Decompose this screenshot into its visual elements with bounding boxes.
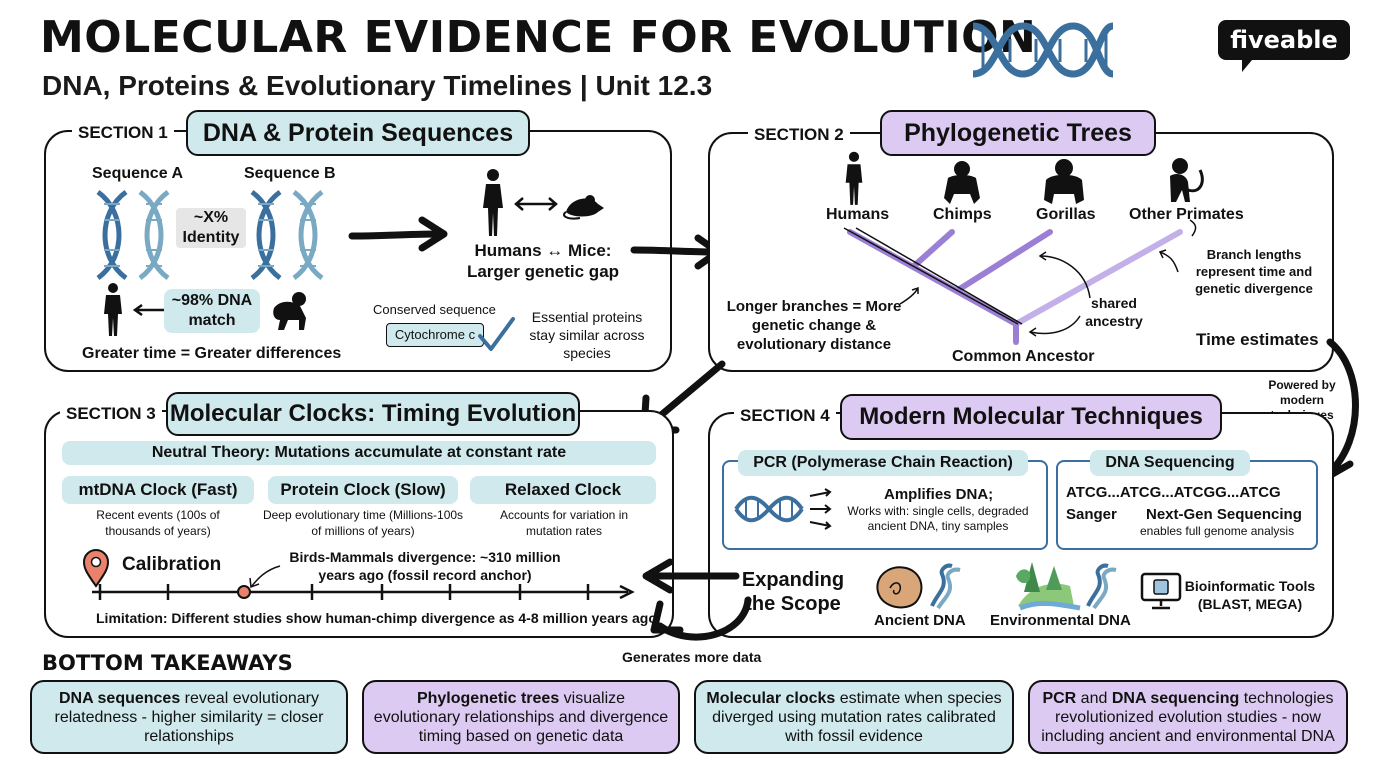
protein-clock-desc: Deep evolutionary time (Millions-100s of… [262, 508, 464, 538]
birds-mammals-label: Birds-Mammals divergence: ~310 million y… [289, 549, 561, 583]
environment-dna-icon [1016, 562, 1117, 611]
section-4-label: SECTION 4 [734, 406, 836, 426]
pcr-works-label: Works with: single cells, degraded ancie… [847, 504, 1029, 533]
fossil-dna-icon [876, 563, 961, 610]
generates-data-arrow [650, 596, 752, 641]
human-icon [104, 283, 122, 336]
neutral-theory-label: Neutral Theory: Mutations accumulate at … [62, 441, 656, 465]
takeaway-2-text: visualize evolutionary relationships and… [373, 689, 669, 745]
taxon-other-primates: Other Primates [1129, 206, 1244, 223]
calibration-label: Calibration [122, 554, 222, 575]
multiply-arrows-icon [809, 488, 832, 530]
takeaway-4-bold: PCR [1042, 689, 1077, 707]
bioinfo-label: Bioinformatic Tools (BLAST, MEGA) [1184, 578, 1316, 612]
environmental-dna-label: Environmental DNA [990, 612, 1131, 629]
longer-branches-label: Longer branches = More genetic change & … [726, 298, 902, 353]
human-icon-3 [845, 151, 863, 205]
sequence-a-label: Sequence A [92, 165, 183, 182]
section-2-title: Phylogenetic Trees [880, 110, 1156, 156]
shared-ancestry-label: shared ancestry [1085, 295, 1143, 329]
check-icon [478, 317, 515, 351]
takeaway-1-bold: DNA sequences [59, 689, 181, 707]
takeaway-4-bold2: DNA sequencing [1111, 689, 1240, 707]
pcr-amplifies-label: Amplifies DNA; [884, 486, 994, 503]
chimp-icon-2 [944, 161, 980, 204]
takeaway-card-4: PCR and DNA sequencing technologies revo… [1028, 680, 1348, 754]
chimp-icon [273, 292, 306, 330]
gorilla-icon [1044, 159, 1084, 204]
humans-mice-label: Humans ↔ Mice: Larger genetic gap [466, 241, 620, 281]
takeaway-1-text: reveal evolutionary relatedness - higher… [54, 689, 324, 745]
relaxed-clock-desc: Accounts for variation in mutation rates [499, 508, 629, 538]
takeaway-card-2: Phylogenetic trees visualize evolutionar… [362, 680, 680, 754]
fiveable-logo: fiveable [1218, 20, 1350, 72]
double-arrow-icon [514, 197, 558, 211]
conserved-label: Conserved sequence [373, 302, 496, 317]
essential-label: Essential proteins stay similar across s… [529, 309, 645, 361]
relaxed-clock-label: Relaxed Clock [470, 476, 656, 504]
takeaway-3-text: estimate when species diverged using mut… [712, 689, 1002, 745]
ancient-dna-label: Ancient DNA [874, 612, 966, 629]
section-1-title: DNA & Protein Sequences [186, 110, 530, 156]
cytochrome-box: Cytochrome c [386, 323, 484, 347]
takeaway-3-bold: Molecular clocks [706, 689, 836, 707]
identity-label: ~X% Identity [176, 208, 246, 248]
sequence-b-label: Sequence B [244, 165, 336, 182]
takeaway-card-3: Molecular clocks estimate when species d… [694, 680, 1014, 754]
computer-icon [1140, 572, 1182, 610]
protein-clock-label: Protein Clock (Slow) [268, 476, 458, 504]
mtdna-clock-desc: Recent events (100s of thousands of year… [96, 508, 220, 538]
taxon-chimps: Chimps [933, 206, 992, 223]
takeaway-4-mid: and [1076, 689, 1112, 707]
right-arrow-icon [348, 216, 448, 252]
dna-helix-icon [972, 22, 1115, 78]
page-title: MOLECULAR EVIDENCE FOR EVOLUTION [40, 12, 1037, 63]
section-4-title: Modern Molecular Techniques [840, 394, 1222, 440]
pcr-title: PCR (Polymerase Chain Reaction) [738, 450, 1028, 476]
takeaways-heading: BOTTOM TAKEAWAYS [42, 651, 293, 675]
branch-lengths-label: Branch lengths represent time and geneti… [1195, 247, 1313, 296]
dna-strand-icon [96, 189, 324, 281]
mouse-icon [562, 195, 604, 220]
dna-strand-icon-2 [734, 495, 804, 523]
taxon-gorillas: Gorillas [1036, 206, 1096, 223]
location-pin-icon [82, 549, 110, 588]
nextgen-desc: enables full genome analysis [1140, 524, 1295, 538]
section-3-title: Molecular Clocks: Timing Evolution [166, 392, 580, 436]
limitation-label: Limitation: Different studies show human… [96, 610, 657, 626]
takeaway-2-bold: Phylogenetic trees [416, 689, 560, 707]
time-estimates-label: Time estimates [1196, 330, 1319, 349]
takeaway-4-text: technologies revolutionized evolution st… [1041, 689, 1335, 745]
generates-more-data-label: Generates more data [622, 649, 762, 665]
section-2-label: SECTION 2 [748, 125, 850, 145]
human-icon-2 [483, 169, 503, 236]
section-1-label: SECTION 1 [72, 123, 174, 143]
expanding-scope-label: Expanding the Scope [741, 569, 845, 615]
left-arrow-icon [132, 303, 164, 317]
takeaway-card-1: DNA sequences reveal evolutionary relate… [30, 680, 348, 754]
common-ancestor-label: Common Ancestor [952, 348, 1095, 365]
phylogenetic-tree [843, 227, 1183, 345]
section-4-box [708, 412, 1334, 638]
section4-to-3-arrow [642, 558, 740, 594]
sequence-string-label: ATCG...ATCG...ATCGG...ATCG [1066, 484, 1281, 501]
annotation-arrows [899, 219, 1197, 337]
dna-match-label: ~98% DNA match [164, 289, 260, 333]
sequencing-title: DNA Sequencing [1090, 450, 1250, 476]
taxon-humans: Humans [826, 206, 890, 223]
greater-time-label: Greater time = Greater differences [82, 345, 342, 362]
sanger-label: Sanger [1066, 506, 1117, 523]
timeline [92, 565, 635, 600]
nextgen-label: Next-Gen Sequencing [1146, 506, 1302, 523]
page-subtitle: DNA, Proteins & Evolutionary Timelines |… [42, 70, 713, 101]
monkey-icon [1170, 158, 1204, 202]
mtdna-clock-label: mtDNA Clock (Fast) [62, 476, 254, 504]
section-3-label: SECTION 3 [60, 404, 162, 424]
